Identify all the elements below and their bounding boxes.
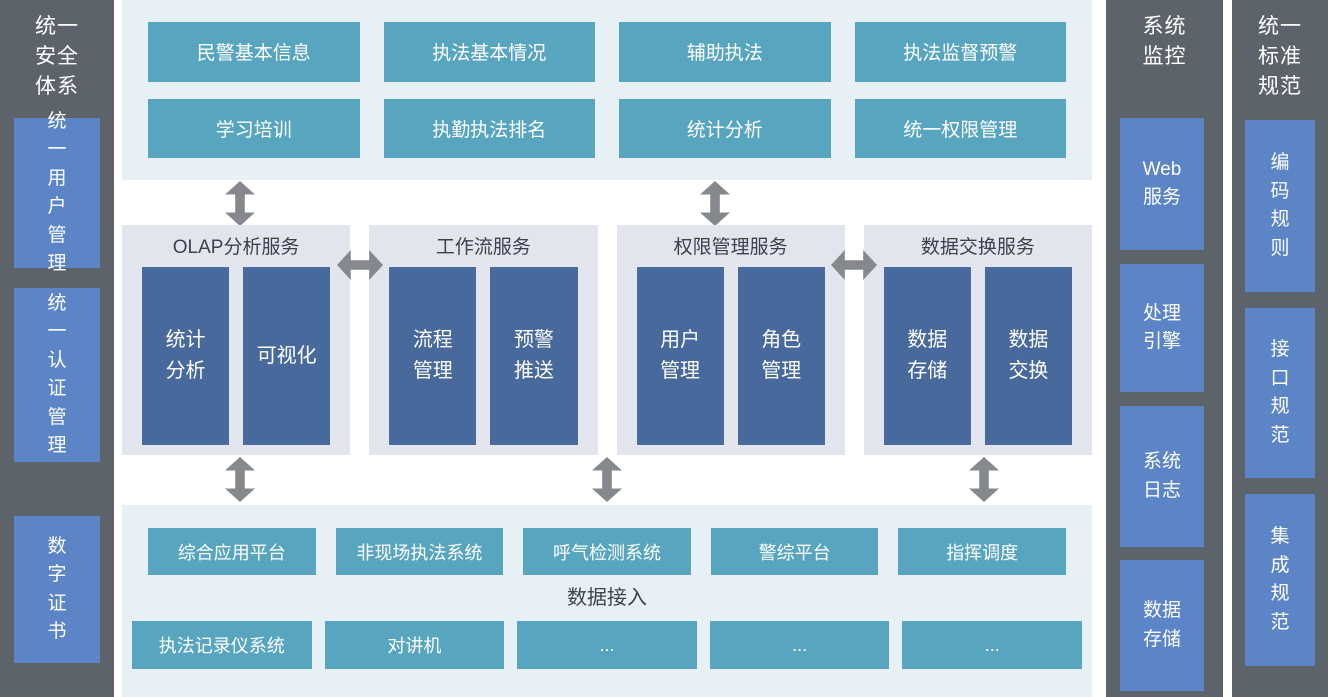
access-box: 综合应用平台 [148, 528, 316, 575]
service-box: 数据 存储 [883, 267, 971, 445]
access-box: 执法记录仪系统 [132, 621, 312, 669]
up-down-arrow-icon [969, 457, 999, 502]
standards-title: 统一 标准 规范 [1258, 15, 1302, 98]
data-access-layer: 综合应用平台 非现场执法系统 呼气检测系统 警综平台 指挥调度 数据接入 执法记… [122, 505, 1092, 697]
standards-item-label: 集成规范 [1270, 526, 1290, 633]
standards-column: 统一 标准 规范 编码规则 接口规范 集成规范 [1232, 0, 1328, 697]
access-box: 呼气检测系统 [523, 528, 691, 575]
monitor-item-web-service: Web 服务 [1120, 118, 1204, 250]
service-panel-exchange: 数据交换服务 数据 存储 数据 交换 [863, 225, 1092, 455]
up-down-arrow-icon [225, 457, 255, 502]
service-panel-boxes: 统计 分析 可视化 [122, 267, 350, 455]
service-box: 用户 管理 [636, 267, 724, 445]
service-box: 数据 交换 [984, 267, 1072, 445]
app-box: 执法监督预警 [854, 22, 1066, 82]
app-box: 执勤执法排名 [383, 98, 595, 158]
access-box: ... [902, 621, 1082, 669]
service-panel-title: 工作流服务 [435, 237, 531, 258]
service-panel-olap: OLAP分析服务 统计 分析 可视化 [122, 225, 351, 455]
application-layer: 民警基本信息 执法基本情况 辅助执法 执法监督预警 学习培训 执勤执法排名 统计… [122, 0, 1092, 180]
security-sidebar: 统一 安全 体系 统一用户管理 统一认证管理 数字证书 [0, 0, 114, 697]
system-monitor-column: 系统 监控 Web 服务 处理 引擎 系统 日志 数据 存储 [1106, 0, 1223, 697]
access-row-top: 综合应用平台 非现场执法系统 呼气检测系统 警综平台 指挥调度 [148, 528, 1066, 575]
main-diagram-area: 民警基本信息 执法基本情况 辅助执法 执法监督预警 学习培训 执勤执法排名 统计… [122, 0, 1092, 697]
app-box: 民警基本信息 [148, 22, 360, 82]
up-down-arrow-icon [592, 457, 622, 502]
standards-item-coding-rules: 编码规则 [1245, 120, 1315, 292]
service-panel-title: 权限管理服务 [673, 237, 788, 258]
service-box: 可视化 [243, 267, 331, 445]
security-sidebar-title: 统一 安全 体系 [35, 15, 79, 98]
app-box: 统计分析 [619, 98, 831, 158]
monitor-item-data-storage: 数据 存储 [1120, 560, 1204, 691]
app-box: 学习培训 [148, 98, 360, 158]
standards-item-integration-spec: 集成规范 [1245, 494, 1315, 666]
service-panel-title: 数据交换服务 [920, 237, 1035, 258]
security-item-auth-mgmt: 统一认证管理 [14, 288, 100, 462]
service-box: 角色 管理 [737, 267, 825, 445]
service-panel-boxes: 流程 管理 预警 推送 [369, 267, 597, 455]
standards-item-label: 接口规范 [1270, 339, 1290, 446]
security-item-digital-cert: 数字证书 [14, 516, 100, 663]
access-box: ... [709, 621, 890, 669]
access-row-bottom: 执法记录仪系统 对讲机 ... ... ... [132, 621, 1082, 669]
security-item-label: 统一认证管理 [47, 292, 67, 457]
security-item-label: 统一用户管理 [47, 110, 67, 275]
standards-item-interface-spec: 接口规范 [1245, 308, 1315, 478]
service-panel-boxes: 数据 存储 数据 交换 [864, 267, 1092, 455]
standards-item-label: 编码规则 [1270, 152, 1290, 259]
service-layer: OLAP分析服务 统计 分析 可视化 工作流服务 流程 管理 预警 推送 权限管… [122, 225, 1092, 455]
service-box: 流程 管理 [389, 267, 477, 445]
service-panel-permission: 权限管理服务 用户 管理 角色 管理 [616, 225, 845, 455]
data-access-label: 数据接入 [567, 587, 647, 609]
access-box: 非现场执法系统 [335, 528, 504, 575]
access-box: 警综平台 [710, 528, 879, 575]
app-box: 执法基本情况 [383, 22, 595, 82]
access-box: ... [517, 621, 697, 669]
security-item-user-mgmt: 统一用户管理 [14, 111, 100, 274]
up-down-arrow-icon [700, 181, 730, 226]
up-down-arrow-icon [225, 181, 255, 226]
service-panel-workflow: 工作流服务 流程 管理 预警 推送 [369, 225, 598, 455]
app-box: 辅助执法 [619, 22, 831, 82]
monitor-item-system-log: 系统 日志 [1120, 406, 1204, 547]
access-box: 对讲机 [324, 621, 505, 669]
security-item-label: 数字证书 [47, 535, 67, 643]
service-panel-boxes: 用户 管理 角色 管理 [617, 267, 845, 455]
monitor-item-processing-engine: 处理 引擎 [1120, 264, 1204, 392]
system-monitor-title: 系统 监控 [1142, 15, 1187, 68]
service-panel-title: OLAP分析服务 [172, 237, 300, 258]
service-box: 统计 分析 [142, 267, 230, 445]
app-box: 统一权限管理 [854, 98, 1066, 158]
service-box: 预警 推送 [490, 267, 578, 445]
access-box: 指挥调度 [898, 528, 1066, 575]
